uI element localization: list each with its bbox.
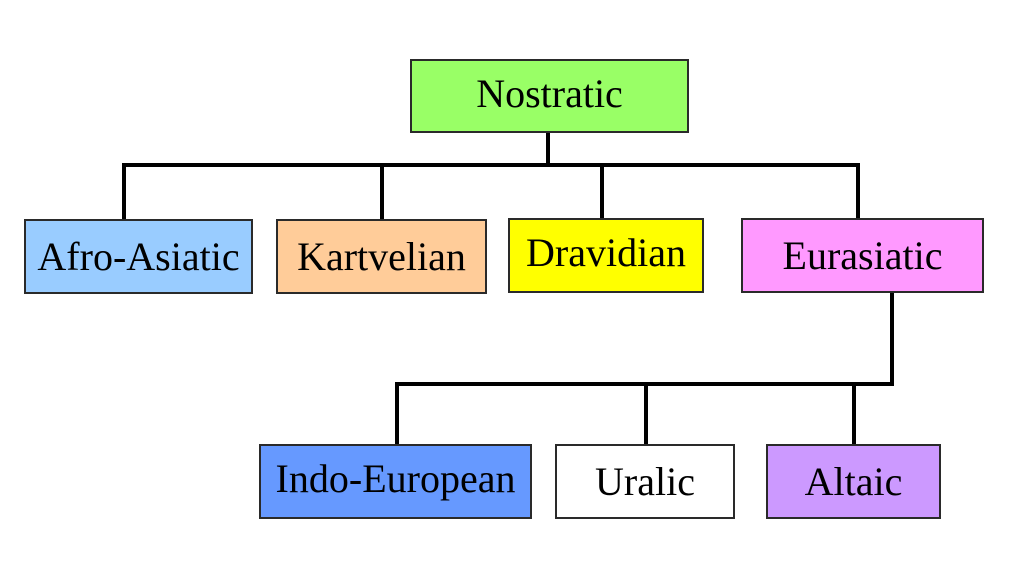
- connector-group: [122, 133, 894, 444]
- node-label: Afro-Asiatic: [37, 233, 240, 279]
- node-afro-asiatic: Afro-Asiatic: [24, 219, 253, 294]
- node-uralic: Uralic: [555, 444, 735, 519]
- node-eurasiatic: Eurasiatic: [741, 218, 984, 293]
- node-label: Uralic: [595, 458, 695, 504]
- node-label: Dravidian: [526, 229, 686, 275]
- node-altaic: Altaic: [766, 444, 941, 519]
- node-label: Indo-European: [275, 455, 516, 501]
- node-label: Eurasiatic: [782, 232, 943, 278]
- node-label: Nostratic: [476, 71, 623, 116]
- node-label: Altaic: [804, 458, 903, 504]
- node-kartvelian: Kartvelian: [276, 219, 487, 294]
- node-indo-european: Indo-European: [259, 444, 532, 519]
- node-nostratic: Nostratic: [410, 59, 689, 133]
- node-label: Kartvelian: [297, 233, 466, 279]
- node-dravidian: Dravidian: [508, 218, 704, 293]
